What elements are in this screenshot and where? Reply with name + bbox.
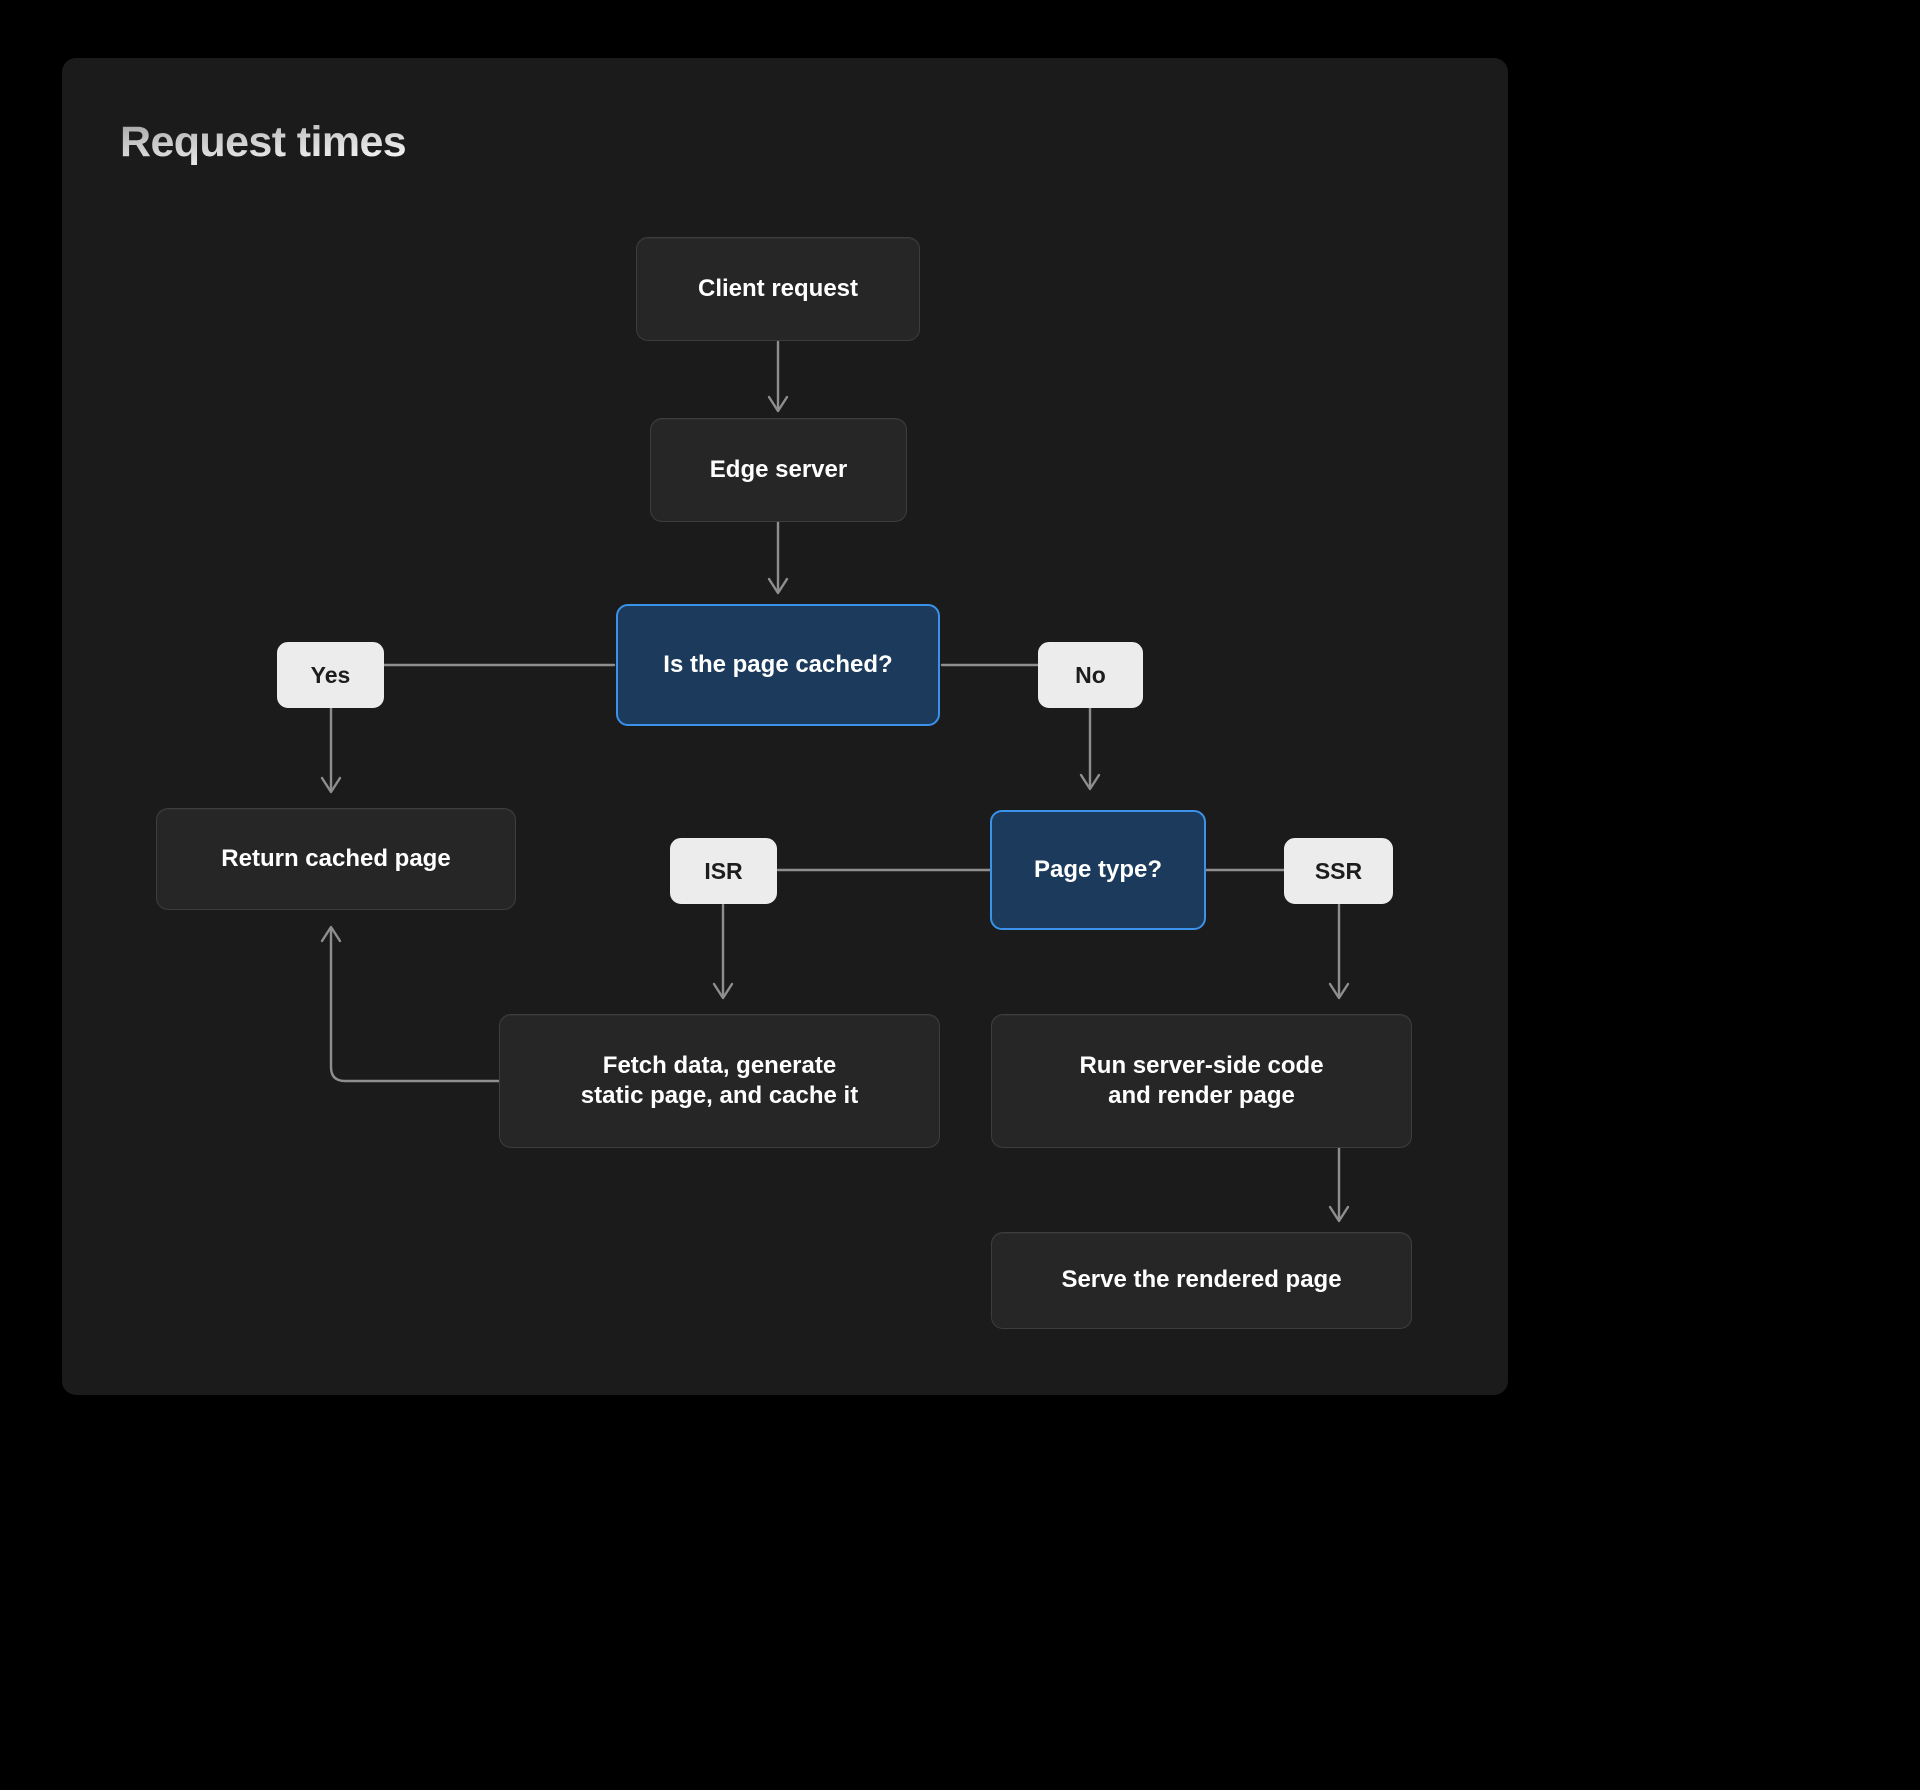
- node-fetch-data-generate-static-page[interactable]: Fetch data, generate static page, and ca…: [499, 1014, 940, 1148]
- edge-label-no[interactable]: No: [1038, 642, 1143, 708]
- edge-label-yes[interactable]: Yes: [277, 642, 384, 708]
- edge-label-isr[interactable]: ISR: [670, 838, 777, 904]
- edge-label-ssr[interactable]: SSR: [1284, 838, 1393, 904]
- node-is-the-page-cached[interactable]: Is the page cached?: [616, 604, 940, 726]
- node-page-type[interactable]: Page type?: [990, 810, 1206, 930]
- node-serve-the-rendered-page[interactable]: Serve the rendered page: [991, 1232, 1412, 1329]
- node-run-server-side-code[interactable]: Run server-side code and render page: [991, 1014, 1412, 1148]
- page-title: Request times: [120, 118, 407, 166]
- node-edge-server[interactable]: Edge server: [650, 418, 907, 522]
- node-client-request[interactable]: Client request: [636, 237, 920, 341]
- node-return-cached-page[interactable]: Return cached page: [156, 808, 516, 910]
